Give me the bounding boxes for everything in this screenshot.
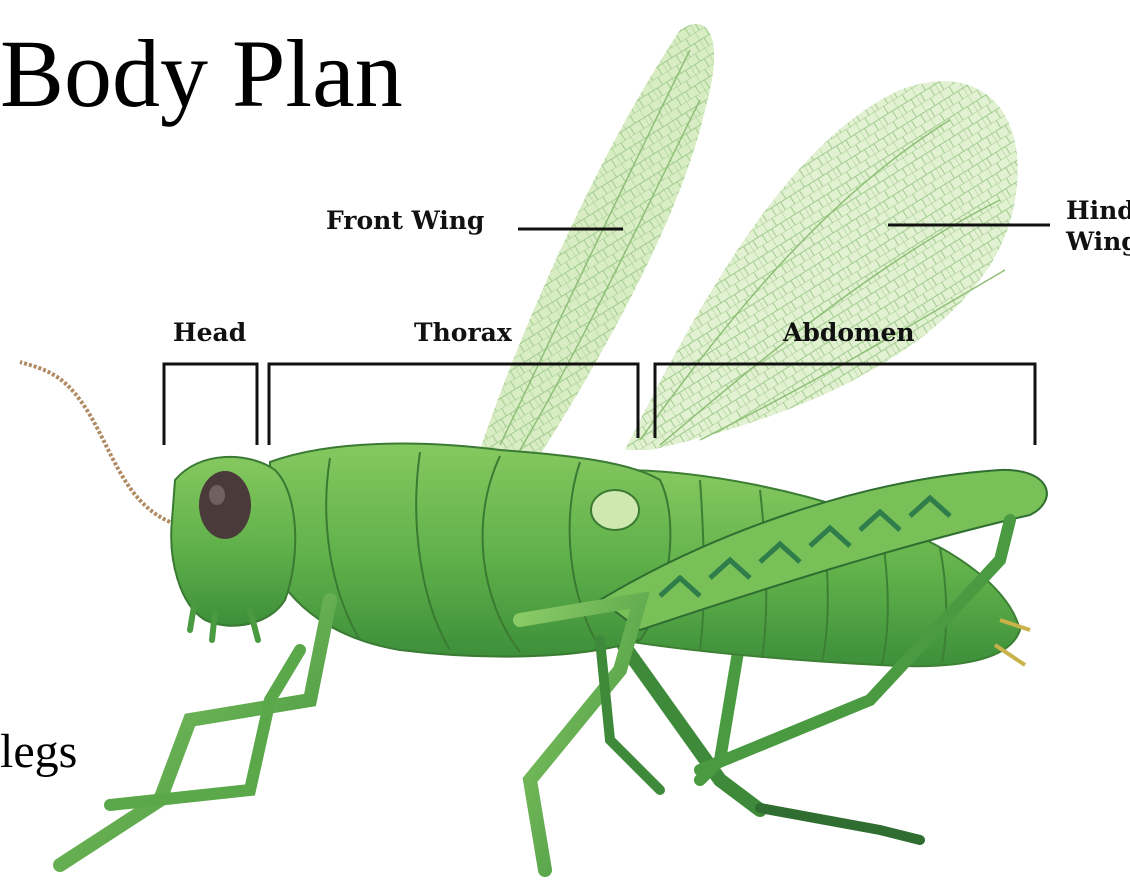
legs-text: legs [0, 728, 77, 776]
segment-brackets [164, 364, 1035, 445]
hind-wing-label-line1: Hind [1066, 196, 1130, 227]
head-bracket [164, 364, 257, 445]
hind-wing-label-line2: Wing [1066, 227, 1130, 258]
hind-wing-label: Hind Wing [1066, 196, 1130, 257]
head-label: Head [173, 320, 246, 345]
compound-eye [199, 471, 251, 539]
antenna [20, 362, 170, 522]
abdomen-label: Abdomen [783, 320, 915, 345]
head [171, 457, 295, 640]
front-wing-label: Front Wing [326, 208, 484, 233]
thorax-label: Thorax [414, 320, 512, 345]
